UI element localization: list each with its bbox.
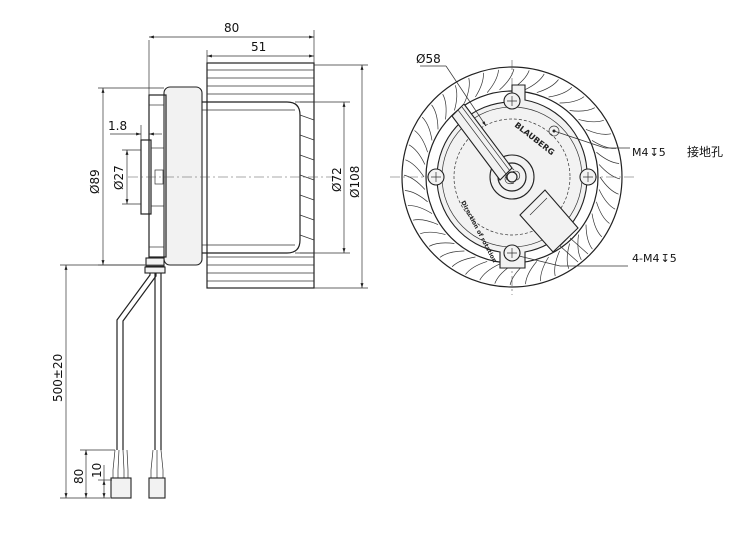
impeller-blade	[439, 250, 465, 258]
impeller-blade	[559, 96, 585, 104]
impeller-blade	[479, 263, 500, 281]
mount-screw-right	[579, 168, 597, 186]
impeller-blade	[412, 219, 439, 225]
ground-hole-text: 接地孔	[687, 144, 723, 159]
dim-hub-dia: Ø89	[88, 169, 102, 194]
mount-circle	[453, 118, 571, 236]
impeller-blade	[429, 242, 455, 247]
impeller-blade	[442, 94, 447, 120]
impeller-blade	[596, 201, 610, 224]
impeller-blade	[536, 79, 559, 93]
impeller-blade	[465, 261, 488, 275]
mount-holes-label: 4-M4↧5	[632, 252, 677, 265]
dim-blade-width: 51	[251, 40, 266, 54]
impeller-blade	[599, 176, 619, 195]
impeller-blade	[475, 72, 484, 98]
impeller-blade	[421, 116, 433, 141]
motor-body	[202, 101, 301, 254]
impeller-blade	[598, 189, 616, 210]
impeller-blade	[405, 159, 425, 178]
impeller-blade	[414, 130, 428, 153]
cable-leads	[110, 257, 166, 499]
impeller-blade	[525, 261, 538, 285]
impeller-blade	[403, 174, 426, 190]
impeller-blade	[540, 256, 549, 282]
impeller-blade	[554, 250, 560, 277]
impeller-blade	[404, 190, 428, 203]
impeller-blade	[451, 256, 476, 268]
impeller-blade	[596, 151, 620, 164]
dim-strip-80: 80	[72, 469, 86, 484]
impeller-blade	[585, 129, 612, 135]
flange-rim	[148, 94, 167, 258]
dim-shaft-dia: Ø27	[112, 165, 126, 190]
impeller-blade	[591, 140, 617, 149]
impeller-blade	[407, 205, 433, 214]
side-view: 80 51 1.8 Ø89 Ø27 Ø72 Ø108 500	[51, 21, 368, 499]
impeller-blade	[598, 164, 621, 180]
mounting-flange	[163, 86, 203, 266]
impeller-blade	[569, 107, 595, 112]
impeller-blade	[454, 85, 458, 111]
mount-screw-left	[427, 168, 445, 186]
mount-screw-bottom	[503, 244, 521, 262]
mount-screw-top	[503, 92, 521, 110]
impeller-blade	[566, 243, 570, 269]
blade-lines	[207, 69, 315, 282]
impeller-blade	[591, 213, 603, 238]
impeller-blade	[464, 77, 470, 104]
impeller-blade	[499, 68, 515, 91]
dim-lead-length: 500±20	[51, 354, 65, 402]
impeller-blade	[524, 73, 545, 91]
dim-outer-dia: Ø108	[348, 166, 362, 198]
cable-exit	[519, 189, 579, 253]
dim-mount-circle: Ø58	[416, 52, 441, 66]
impeller-blade	[431, 104, 439, 130]
front-view: BLAUBERG Direction of rotation Ø58 M4↧5 …	[390, 52, 723, 295]
impeller-blade	[548, 86, 573, 98]
impeller-blade	[408, 144, 426, 165]
impeller-blade	[578, 119, 604, 123]
impeller-blade	[585, 224, 593, 250]
impeller-blades	[206, 62, 315, 289]
dim-motor-dia: Ø72	[330, 167, 344, 192]
dim-total-width: 80	[224, 21, 239, 35]
impeller-blade-ring	[403, 68, 621, 286]
ground-hole-label: M4↧5	[632, 146, 666, 159]
impeller-blade	[486, 69, 499, 93]
dim-strip-10: 10	[90, 463, 104, 478]
impeller-blade	[577, 234, 582, 260]
impeller-blade	[420, 231, 446, 235]
dim-flange: 1.8	[108, 119, 127, 133]
